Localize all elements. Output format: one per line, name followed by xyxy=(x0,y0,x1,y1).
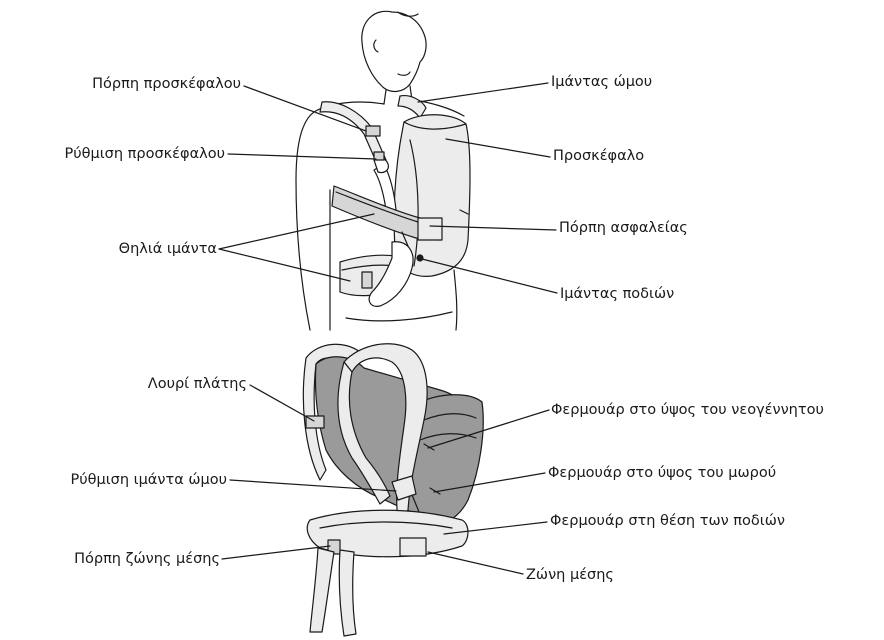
label-zipper-baby: Φερμουάρ στο ύψος του μωρού xyxy=(548,464,776,482)
label-leg-strap: Ιμάντας ποδιών xyxy=(560,285,674,303)
label-shoulder-strap-adjust: Ρύθμιση ιμάντα ώμου xyxy=(71,471,227,489)
top-carrier-body xyxy=(366,115,470,277)
label-waist-belt-buckle: Πόρπη ζώνης μέσης xyxy=(74,550,220,568)
bottom-carrier xyxy=(303,344,483,636)
label-zipper-newborn: Φερμουάρ στο ύψος του νεογέννητου xyxy=(551,401,824,419)
label-head-support-buckle: Πόρπη προσκέφαλου xyxy=(92,75,241,93)
label-zipper-legs: Φερμουάρ στη θέση των ποδιών xyxy=(550,512,785,530)
label-back-strap: Λουρί πλάτης xyxy=(148,375,247,393)
label-head-support-adjust: Ρύθμιση προσκέφαλου xyxy=(65,145,225,163)
label-head-support: Προσκέφαλο xyxy=(553,147,644,165)
label-safety-buckle: Πόρπη ασφαλείας xyxy=(559,219,688,237)
label-waist-belt: Ζώνη μέσης xyxy=(526,566,614,584)
label-shoulder-strap: Ιμάντας ώμου xyxy=(551,73,652,91)
label-strap-loops: Θηλιά ιμάντα xyxy=(119,240,217,258)
